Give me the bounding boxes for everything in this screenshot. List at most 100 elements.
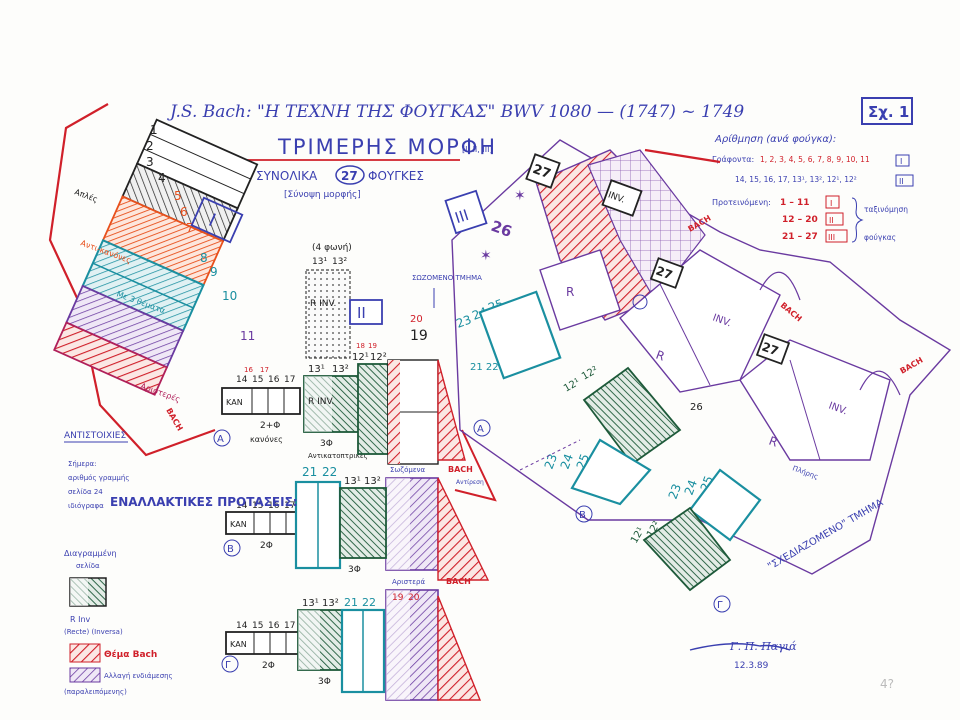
- p3-g-num-23: 23: [666, 482, 684, 501]
- numbering-line2-values: 14, 15, 16, 17, 13¹, 13², 12¹, 12²: [735, 175, 857, 184]
- p3-sketch-label: "ΣΧΕΔΙΑΖΟΜΕΝΟ" ΤΜΗΜΑ: [766, 497, 885, 572]
- p3-marker-g-label: Γ: [717, 600, 723, 611]
- fig-label-box: [861, 97, 913, 125]
- range-2-box: [825, 212, 844, 226]
- p2-c-num-16: 16: [268, 621, 280, 631]
- p2-c-num-14: 14: [236, 621, 248, 631]
- total-count-circle: [335, 165, 365, 185]
- numbering-line2-roman: ΙΙ: [899, 177, 904, 186]
- part2-label-box: [349, 299, 383, 325]
- p2-marker-b: [223, 539, 241, 557]
- legend-bottom: ΑΝΤΙΣΤΟΙΧΙΕΣ Σήμερα: αριθμός γραμμής σελ…: [64, 431, 173, 696]
- part1-label-box: [190, 196, 244, 244]
- p3-12-1: 12¹: [562, 377, 582, 395]
- p2-b-kan: ΚΑΝ: [230, 520, 247, 529]
- p1-num-2: 2: [146, 139, 154, 153]
- numbering-legend: Αρίθμηση (ανά φούγκα): Γράφοντα: 1, 2, 3…: [712, 133, 914, 243]
- p2-a-kan-box: [221, 387, 301, 415]
- p2-a-num-16: 16: [268, 375, 280, 385]
- legend-d2: σελίδα: [76, 562, 100, 570]
- total-prefix: ΣΥΝΟΛΙΚΑ: [256, 169, 318, 183]
- p1-num-10: 10: [222, 289, 237, 303]
- part2-label: ΙΙ: [357, 304, 366, 322]
- p3-27-box-2: [649, 257, 685, 289]
- page-title: J.S. Bach: "Η ΤΕΧΝΗ ΤΗΣ ΦΟΥΓΚΑΣ" BWV 108…: [167, 102, 744, 122]
- synopsis-note: [Σύνοψη μορφής]: [284, 189, 361, 200]
- p3-marker-b-label: Β: [579, 510, 586, 521]
- p2-a-sub: 2+Φ: [260, 421, 280, 431]
- p3-a-r: R: [566, 285, 574, 299]
- legend-l1: Σήμερα:: [68, 460, 97, 468]
- range-3-roman: ΙΙΙ: [828, 233, 835, 242]
- signature-date: 12.3.89: [734, 661, 769, 671]
- p3-n26b: 26: [690, 402, 703, 413]
- p2-b-green-box: [339, 487, 387, 559]
- signature-stroke: [689, 643, 791, 651]
- part1-block: [53, 118, 259, 396]
- p2-num-19: 19: [410, 328, 428, 344]
- p3-b-teal-box: [570, 438, 652, 506]
- p3-bach-2: BACH: [779, 301, 804, 324]
- legend-bach-swatch: [69, 643, 101, 663]
- legend-d1: Διαγραμμένη: [64, 548, 117, 558]
- p3-arc-1: [759, 271, 801, 301]
- p2-marker-a: [213, 429, 231, 447]
- p2-b-teal-22: 22: [322, 465, 337, 479]
- p2-a-rinv-label: R INV.: [308, 397, 334, 407]
- p2-a-right-red-19: 19: [368, 342, 377, 350]
- p3-num-27-1: 27: [531, 162, 553, 182]
- p1-num-5: 5: [174, 189, 182, 203]
- p2-b-bach-2: BACH: [446, 577, 471, 586]
- p2-c-num-17: 17: [284, 621, 295, 631]
- p3-g-green-box: [642, 506, 732, 592]
- roman-box-2: [895, 174, 914, 187]
- roman-box-1: [895, 154, 910, 167]
- p2-a-num-17: 17: [284, 375, 295, 385]
- numbering-line1-label: Γράφοντα:: [712, 155, 754, 164]
- range-note-b: φούγκας: [864, 233, 896, 242]
- p2-b-num-15: 15: [252, 501, 263, 511]
- p2-a-right-red-18: 18: [356, 342, 365, 350]
- range-note-a: ταξινόμηση: [864, 205, 908, 214]
- p3-inv-box-1: [601, 179, 643, 217]
- p2-a-right-box: [357, 363, 389, 455]
- fig-label: Σχ. 1: [868, 103, 909, 121]
- range-1-roman: Ι: [830, 199, 832, 208]
- total-suffix: ΦΟΥΓΚΕΣ: [368, 169, 424, 183]
- p2-c-teal-21: 21: [344, 596, 358, 609]
- p2-num-20: 20: [410, 314, 423, 325]
- p3-outline: [451, 139, 952, 575]
- legend-rinv2: (Recte) (Inversa): [64, 628, 123, 636]
- p2-c-right-20: 20: [408, 593, 420, 603]
- p2-b-mid-132: 13²: [364, 476, 381, 487]
- legend-bottom-title: ΑΝΤΙΣΤΟΙΧΙΕΣ: [64, 431, 126, 441]
- p3-n26: 26: [489, 217, 515, 241]
- p1-num-9: 9: [210, 265, 218, 279]
- p2-a-mid-131: 13¹: [308, 364, 325, 375]
- p3-r-2: R: [767, 434, 780, 450]
- red-outline-top: [644, 148, 721, 164]
- p2-a-red-16: 16: [244, 366, 253, 374]
- form-roman: [Ι, ΙΙ, ΙΙΙ]: [462, 145, 493, 154]
- p2-b-sub3: 3Φ: [348, 565, 361, 575]
- p3-marker-a-label: Α: [477, 424, 484, 435]
- p2-b-teal-21: 21: [302, 465, 317, 479]
- p2-c-sub3: 3Φ: [318, 677, 331, 687]
- p3-a-rbox: [539, 249, 621, 331]
- p2-c-mid-131: 13¹: [302, 598, 319, 609]
- p3-27-box-1: [525, 153, 561, 189]
- legend-bach: Θέμα Bach: [104, 649, 157, 660]
- p1-num-8: 8: [200, 251, 208, 265]
- p1-note-a: Απλές: [73, 186, 99, 204]
- p2-a-sub2: κανόνες: [250, 434, 283, 444]
- range-1-box: [825, 195, 840, 209]
- p2-a-sub4: Αντικατοπτρικές: [308, 452, 368, 460]
- p2-a-right-121: 12¹: [352, 352, 369, 363]
- numbering-line1-roman: Ι: [900, 157, 902, 166]
- p3-stars: ✶: [514, 188, 526, 204]
- p2-marker-c-label: Γ: [225, 660, 231, 671]
- legend-last-swatch: [69, 667, 101, 683]
- red-outline-mid: [454, 429, 497, 502]
- p2-b-num-16: 16: [268, 501, 280, 511]
- p1-num-4: 4: [158, 171, 166, 185]
